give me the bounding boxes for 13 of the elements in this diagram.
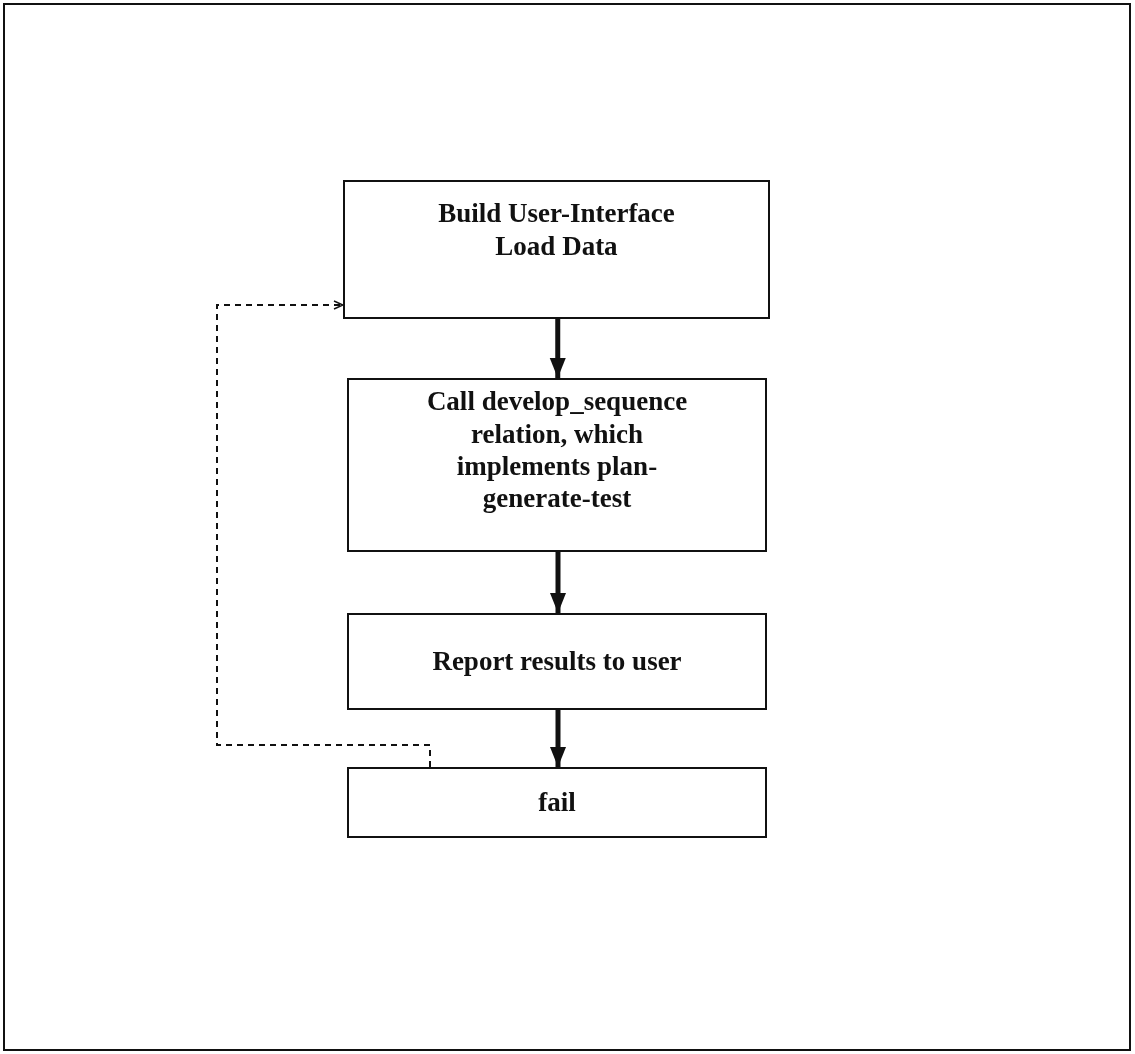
box-text: Build User-Interface [438, 197, 675, 230]
arrow [549, 319, 566, 378]
process-box [347, 378, 767, 552]
box-text: fail [538, 786, 576, 819]
process-box [347, 613, 767, 710]
arrow [550, 552, 566, 613]
box-text: Report results to user [432, 645, 682, 678]
box-text: Load Data [495, 229, 618, 262]
process-box [343, 180, 770, 319]
box-text: Call develop_sequence relation, which implements plan-generate-test [425, 385, 689, 515]
dashed-arrow [216, 300, 431, 768]
arrow [550, 710, 566, 767]
process-box [347, 767, 767, 838]
